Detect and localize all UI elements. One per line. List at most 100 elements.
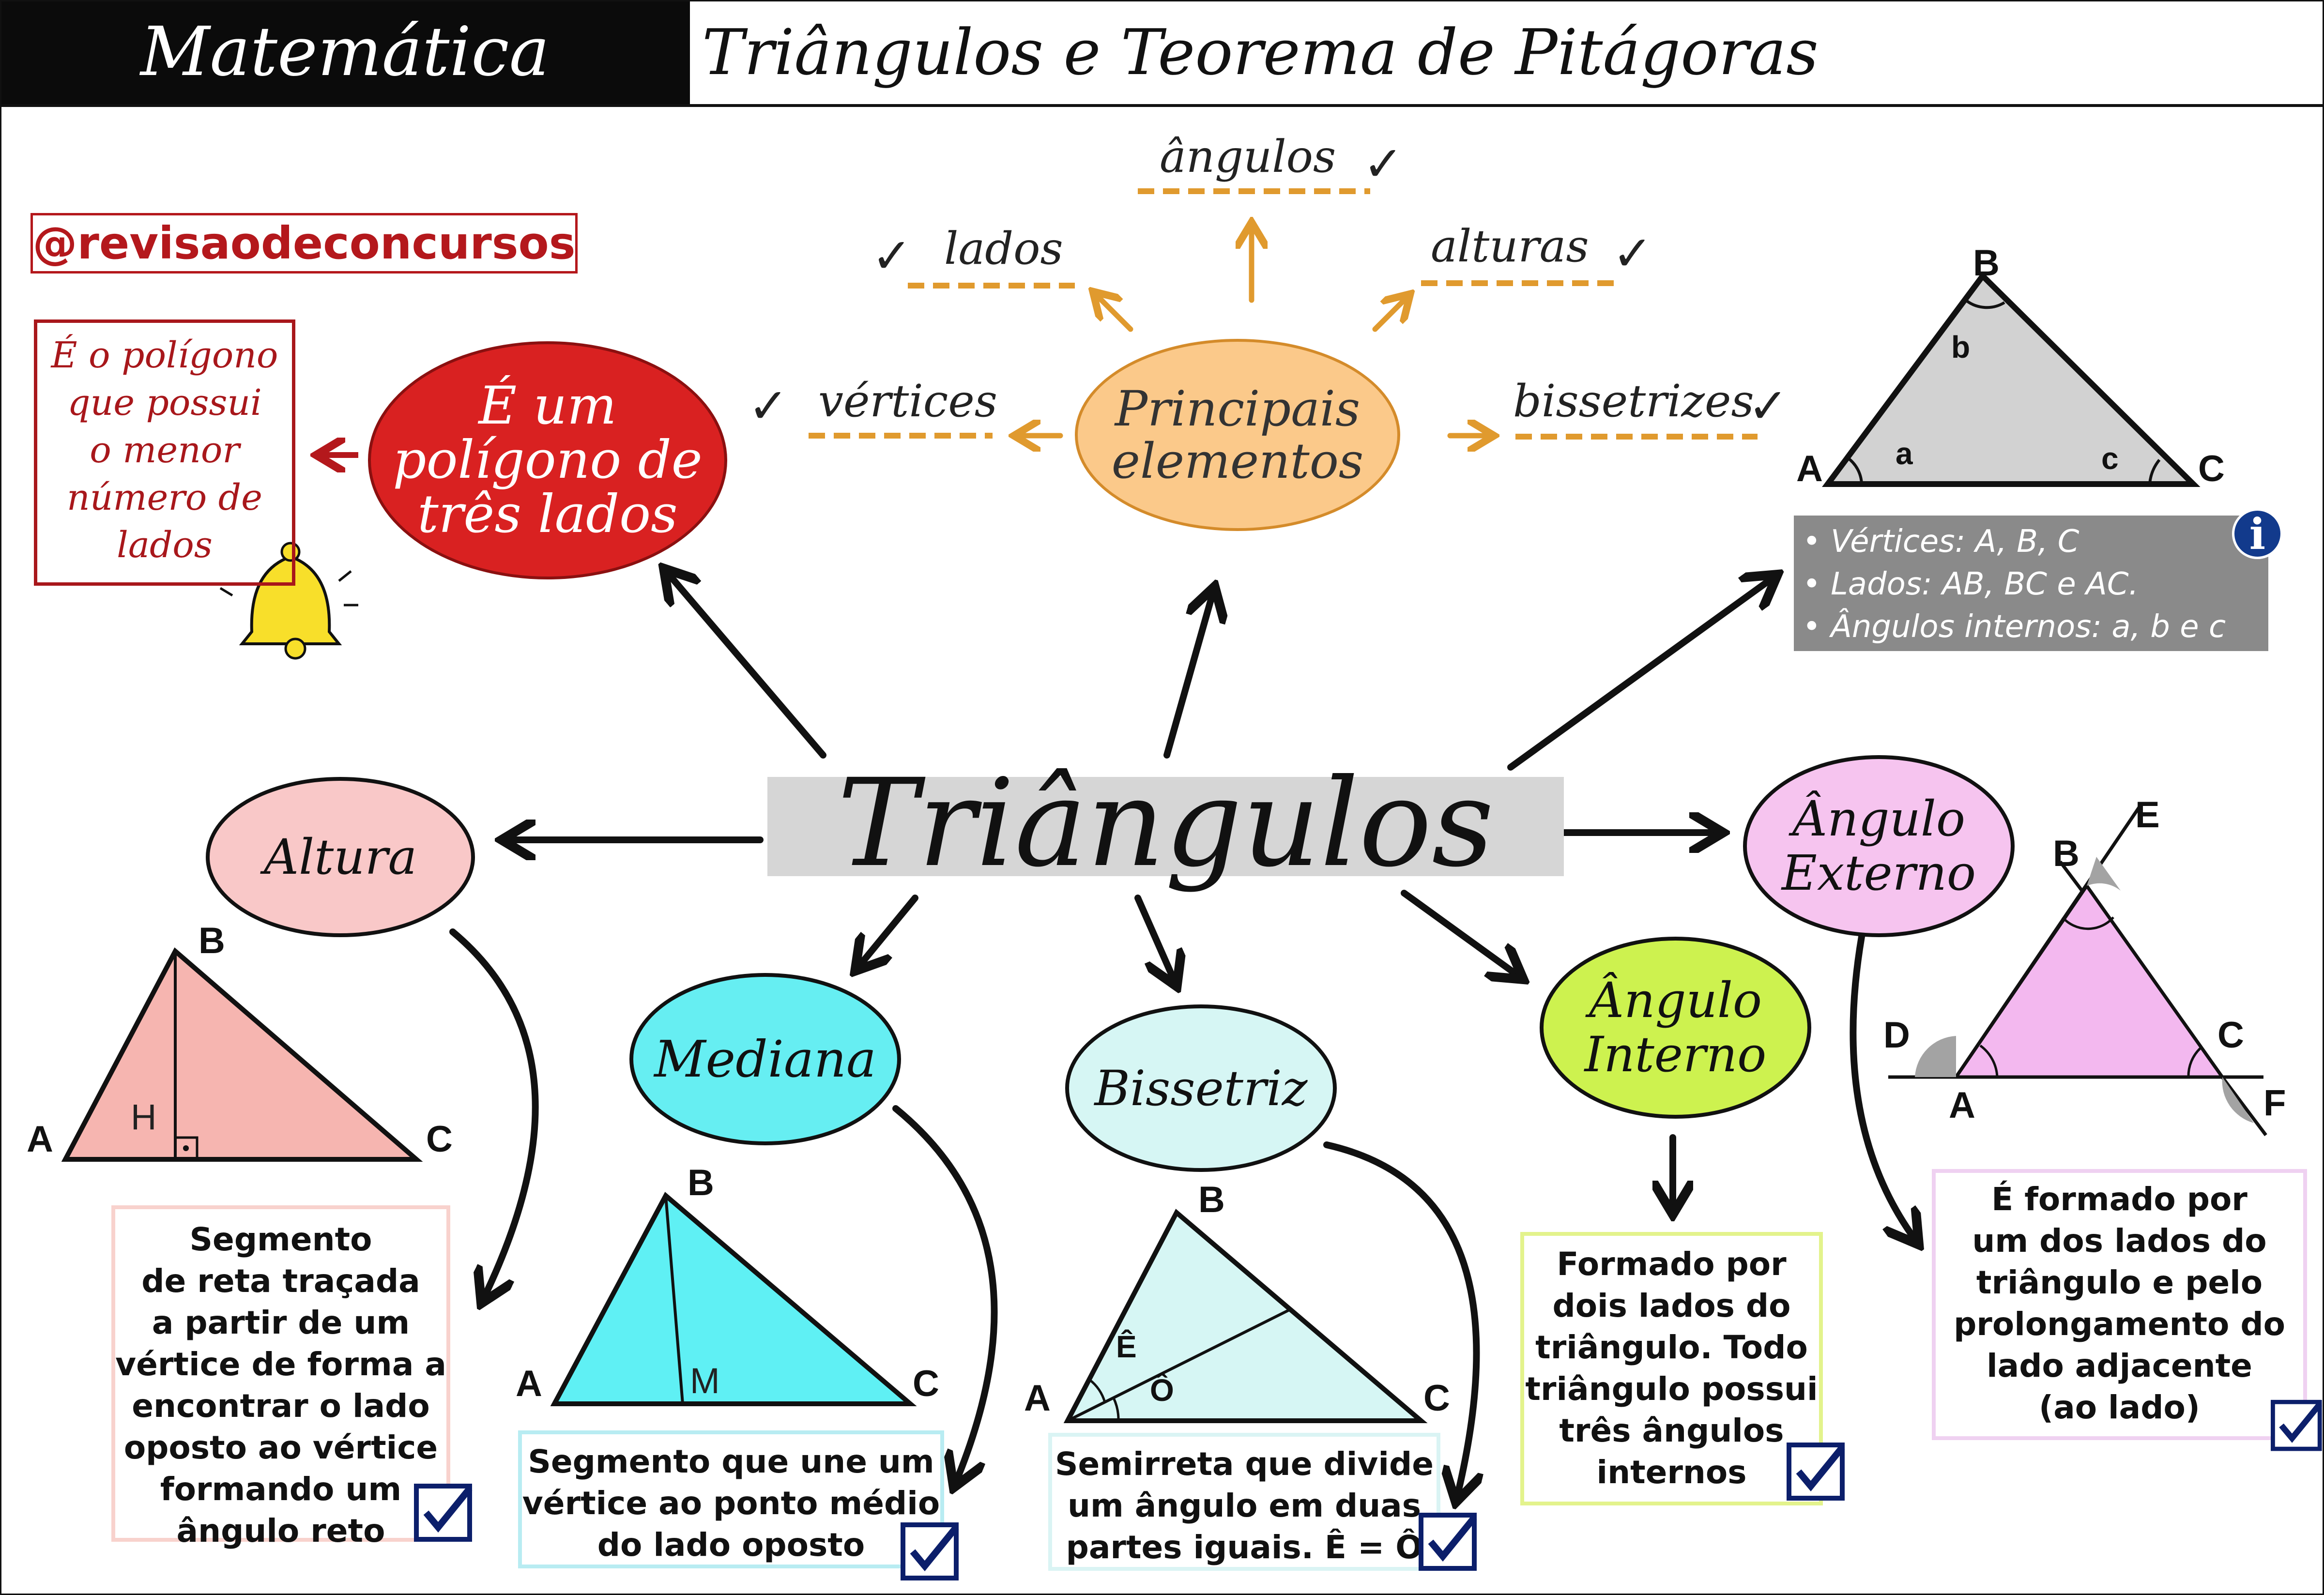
desc-line: lado adjacente: [1987, 1347, 2252, 1384]
angle-a-label: a: [1896, 436, 1913, 471]
polygon-oval: É um polígono de três lados: [368, 341, 727, 579]
desc-line: um ângulo em duas: [1068, 1487, 1421, 1524]
polygon-line: polígono de: [393, 430, 703, 490]
desc-line: Segmento: [189, 1221, 372, 1258]
vertex-c-label: C: [2198, 448, 2225, 489]
altura-vertex-a: A: [27, 1119, 53, 1160]
interno-description: Formado por dois lados do triângulo. Tod…: [1520, 1232, 1823, 1505]
desc-line: Semirreta que divide: [1055, 1445, 1434, 1483]
header-subject-bar: [0, 0, 690, 104]
altura-foot-h: H: [131, 1097, 157, 1137]
desc-line: triângulo e pelo: [1976, 1264, 2263, 1301]
desc-line: partes iguais. Ê = Ô: [1066, 1529, 1423, 1566]
center-label: Triângulos: [837, 752, 1494, 894]
checkbox-checked-icon: [901, 1522, 959, 1580]
externo-point-d: D: [1883, 1015, 1910, 1056]
element-angulos: ângulos: [1160, 131, 1336, 182]
bissetriz-vertex-b: B: [1198, 1179, 1225, 1220]
desc-line: vértice ao ponto médio: [522, 1485, 940, 1522]
mediana-vertex-c: C: [913, 1363, 939, 1404]
externo-title-line: Externo: [1781, 845, 1976, 901]
info-item: • Ângulos internos: a, b e c: [1803, 609, 2226, 645]
check-icon: ✓: [1363, 136, 1404, 192]
bissetriz-vertex-a: A: [1024, 1378, 1051, 1419]
arrow-to-polygon: [668, 574, 826, 759]
check-icon: ✓: [1612, 225, 1653, 282]
desc-line: (ao lado): [2039, 1389, 2200, 1426]
desc-line: É formado por: [1991, 1181, 2248, 1218]
info-icon: i: [2232, 508, 2283, 559]
arrow-to-bissetriz: [1134, 895, 1174, 980]
desc-line: um dos lados do: [1972, 1222, 2267, 1260]
checkbox-checked-icon: [1419, 1513, 1477, 1571]
altura-oval: Altura: [206, 777, 475, 937]
externo-vertex-c: C: [2217, 1015, 2244, 1056]
desc-line: Segmento que une um: [528, 1443, 934, 1480]
subject-title: Matemática: [140, 13, 550, 91]
topic-title: Triângulos e Teorema de Pitágoras: [702, 15, 1819, 89]
check-icon: ✓: [872, 228, 912, 284]
interno-oval: Ângulo Interno: [1540, 937, 1811, 1119]
info-item: • Vértices: A, B, C: [1803, 524, 2079, 560]
curve-bissetriz-desc: [1323, 1141, 1476, 1496]
angle-c-label: c: [2101, 441, 2119, 476]
externo-oval: Ângulo Externo: [1743, 755, 2015, 937]
desc-line: formando um: [160, 1471, 402, 1508]
definition-line: número de: [67, 477, 262, 518]
arrow-to-info: [1507, 578, 1772, 771]
arrow-to-interno: [1401, 890, 1518, 975]
bissetriz-vertex-c: C: [1423, 1378, 1450, 1419]
altura-description: Segmento de reta traçada a partir de um …: [111, 1205, 450, 1549]
check-icon: ✓: [1748, 378, 1789, 434]
center-highlight: [767, 777, 1564, 876]
curve-externo-desc: [1850, 933, 1915, 1239]
desc-line: triângulo. Todo: [1535, 1329, 1808, 1366]
curve-altura-desc: [449, 928, 539, 1297]
bissetriz-description: Semirreta que divide um ângulo em duas p…: [1048, 1433, 1440, 1571]
element-vertices: vértices: [818, 375, 997, 427]
header-divider: [0, 104, 2324, 107]
check-icon: ✓: [748, 378, 789, 434]
element-bissetrizes: bissetrizes: [1513, 375, 1754, 427]
desc-line: de reta traçada: [141, 1262, 420, 1300]
mediana-vertex-b: B: [688, 1162, 714, 1203]
externo-title-line: Ângulo: [1792, 790, 1966, 847]
desc-line: Formado por: [1557, 1246, 1787, 1283]
vertex-a-label: A: [1796, 448, 1823, 489]
mediana-vertex-a: A: [516, 1363, 542, 1404]
polygon-line: É um: [478, 376, 617, 436]
externo-point-f: F: [2263, 1082, 2286, 1124]
desc-line: três ângulos: [1559, 1412, 1784, 1449]
desc-line: dois lados do: [1552, 1287, 1791, 1324]
definition-line: É o polígono: [51, 334, 278, 376]
vertex-b-label: B: [1973, 243, 2000, 284]
checkbox-checked-icon: [1787, 1443, 1845, 1501]
checkbox-checked-icon: [2271, 1399, 2322, 1451]
interno-title-line: Interno: [1584, 1026, 1767, 1083]
checkbox-checked-icon: [414, 1484, 473, 1542]
mediana-description: Segmento que une um vértice ao ponto méd…: [518, 1430, 944, 1568]
desc-line: triângulo possui: [1525, 1370, 1818, 1408]
altura-vertex-c: C: [426, 1119, 453, 1160]
bissetriz-angle-e: Ê: [1116, 1329, 1137, 1364]
interno-title-line: Ângulo: [1589, 972, 1762, 1029]
desc-line: oposto ao vértice: [123, 1429, 438, 1466]
desc-line: vértice de forma a: [115, 1346, 446, 1383]
mediana-midpoint-m: M: [690, 1361, 720, 1401]
angle-b-label: b: [1951, 330, 1971, 365]
externo-description: É formado por um dos lados do triângulo …: [1932, 1169, 2307, 1440]
externo-vertex-a: A: [1949, 1085, 1975, 1126]
desc-line: a partir de um: [152, 1304, 410, 1341]
externo-vertex-b: B: [2053, 833, 2079, 874]
definition-line: lados: [117, 524, 213, 566]
altura-vertex-b: B: [199, 920, 225, 961]
elements-oval: Principais elementos: [1075, 339, 1400, 531]
definition-box: É o polígono que possui o menor número d…: [34, 319, 295, 586]
element-lados: lados: [944, 223, 1063, 274]
arrow-to-elements: [1163, 593, 1213, 759]
elements-line: elementos: [1111, 432, 1364, 489]
bissetriz-angle-o: Ô: [1150, 1373, 1174, 1408]
desc-line: ângulo reto: [176, 1512, 385, 1549]
